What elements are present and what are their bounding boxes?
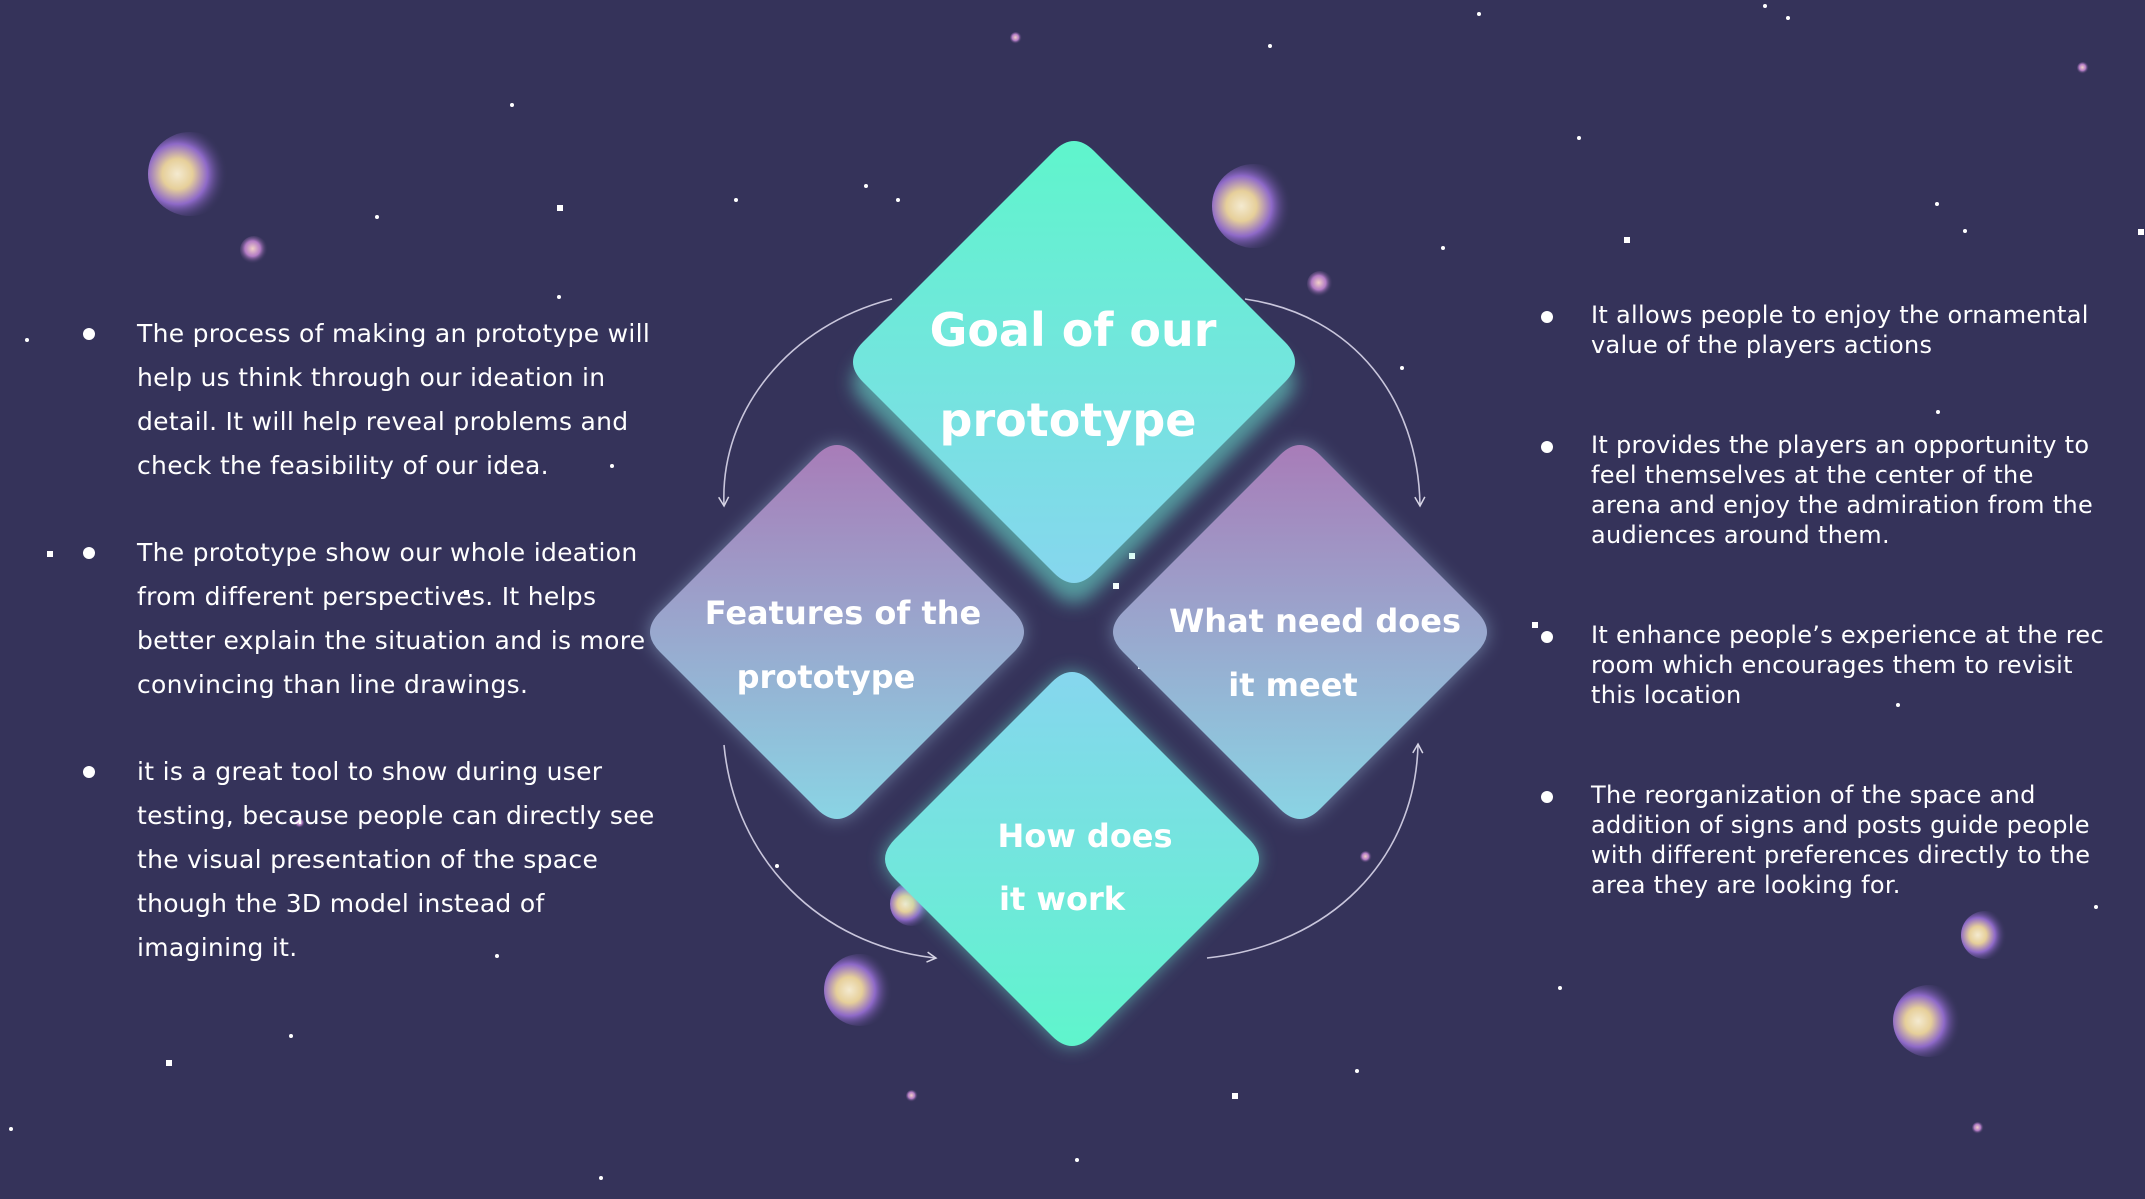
- need-label-line2: it meet: [1228, 666, 1357, 704]
- bullet-icon: [1541, 441, 1553, 453]
- list-item: It enhance people’s experience at the re…: [1541, 620, 2111, 710]
- list-item-text: It allows people to enjoy the ornamental…: [1591, 301, 2089, 359]
- planet-decoration: [1893, 985, 1965, 1057]
- diamond-need: [1113, 445, 1487, 819]
- right-bullet-list: It allows people to enjoy the ornamental…: [1541, 300, 2111, 970]
- planet-decoration: [1360, 851, 1372, 863]
- arrow-right-to-top: [1244, 298, 1426, 508]
- planet-decoration: [824, 954, 896, 1026]
- planet-decoration: [1010, 32, 1022, 44]
- list-item: It allows people to enjoy the ornamental…: [1541, 300, 2111, 360]
- cycle-arrows: [718, 298, 1426, 963]
- list-item: The process of making an prototype will …: [83, 312, 657, 488]
- need-label-line1: What need does: [1169, 602, 1461, 640]
- planet-decoration: [906, 1090, 918, 1102]
- planet-decoration: [1307, 271, 1333, 297]
- diamond-how: [885, 672, 1259, 1046]
- list-item-text: The reorganization of the space and addi…: [1591, 781, 2091, 899]
- list-item-text: It enhance people’s experience at the re…: [1591, 621, 2104, 709]
- planet-decoration: [148, 132, 232, 216]
- bullet-icon: [83, 328, 95, 340]
- features-label-line2: prototype: [737, 658, 916, 696]
- bullet-icon: [1541, 791, 1553, 803]
- arrow-bottom-to-right: [1206, 742, 1424, 959]
- list-item-text: The process of making an prototype will …: [137, 319, 651, 480]
- list-item-text: It provides the players an opportunity t…: [1591, 431, 2094, 549]
- diamond-features: [650, 445, 1024, 819]
- planet-decoration: [240, 236, 268, 264]
- list-item-text: it is a great tool to show during user t…: [137, 757, 655, 962]
- goal-label-line1: Goal of our: [930, 303, 1217, 357]
- planet-decoration: [1212, 164, 1296, 248]
- list-item: The prototype show our whole ideation fr…: [83, 531, 657, 707]
- features-label-line1: Features of the: [705, 594, 981, 632]
- diamond-goal: [853, 141, 1295, 583]
- bullet-icon: [83, 547, 95, 559]
- bullet-icon: [1541, 311, 1553, 323]
- bullet-icon: [1541, 631, 1553, 643]
- planet-decoration: [295, 818, 305, 828]
- bullet-icon: [83, 766, 95, 778]
- list-item-text: The prototype show our whole ideation fr…: [137, 538, 646, 699]
- list-item: it is a great tool to show during user t…: [83, 750, 657, 970]
- how-label-line2: it work: [999, 880, 1126, 918]
- planet-decoration: [1972, 1122, 1984, 1134]
- goal-label-line2: prototype: [940, 393, 1197, 447]
- planet-decoration: [2077, 62, 2089, 74]
- left-bullet-list: The process of making an prototype will …: [83, 312, 657, 1013]
- arrow-left-to-bottom: [723, 744, 938, 963]
- list-item: It provides the players an opportunity t…: [1541, 430, 2111, 550]
- arrow-top-to-left: [718, 298, 893, 508]
- list-item: The reorganization of the space and addi…: [1541, 780, 2111, 900]
- planet-decoration: [1961, 911, 2009, 959]
- how-label-line1: How does: [997, 817, 1172, 855]
- planets: [148, 32, 2089, 1134]
